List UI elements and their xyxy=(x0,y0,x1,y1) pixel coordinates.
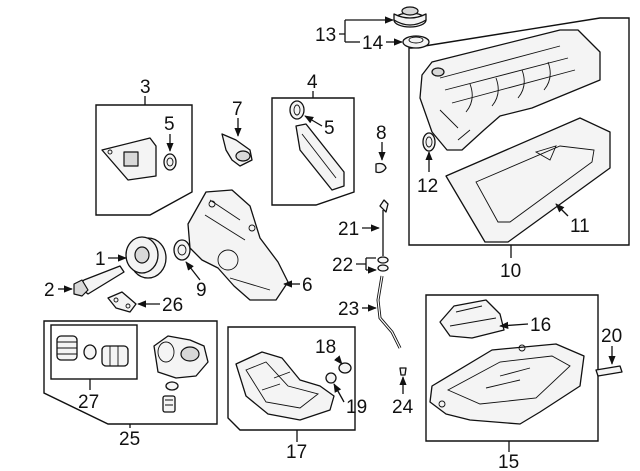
front-cover-gasket xyxy=(295,123,345,191)
box-group-25 xyxy=(43,320,218,425)
bracket-20 xyxy=(595,365,623,377)
cap-seal xyxy=(402,35,430,49)
callout-5-right: 5 xyxy=(324,118,335,139)
callout-20: 20 xyxy=(601,326,622,347)
dipstick xyxy=(379,199,389,256)
callout-8: 8 xyxy=(376,123,387,144)
callout-3: 3 xyxy=(140,77,151,98)
callout-1: 1 xyxy=(95,249,106,270)
callout-11: 11 xyxy=(570,216,590,237)
callout-22: 22 xyxy=(332,255,353,276)
upper-oil-pan xyxy=(429,343,585,425)
callout-6: 6 xyxy=(302,275,313,296)
filter-plug-25 xyxy=(162,395,176,413)
dipstick-tube xyxy=(376,275,402,349)
valve-cover-gasket xyxy=(445,117,611,243)
oring-25 xyxy=(165,381,179,391)
callout-15: 15 xyxy=(498,452,519,471)
callout-5-left: 5 xyxy=(164,114,175,135)
valve-cover-seal xyxy=(422,132,436,152)
drain-washer-19 xyxy=(325,372,337,384)
seal-5-left xyxy=(163,153,177,171)
callout-4: 4 xyxy=(307,72,318,93)
callout-9: 9 xyxy=(196,280,207,301)
oil-filter-element xyxy=(56,335,129,367)
leader-lines xyxy=(58,20,616,452)
drain-plug-18 xyxy=(338,362,352,374)
box-group-27 xyxy=(50,324,138,380)
box-group-4 xyxy=(271,97,355,206)
callout-2: 2 xyxy=(44,280,55,301)
callout-14: 14 xyxy=(362,33,384,54)
crankshaft-seal xyxy=(173,239,191,261)
dipstick-seals xyxy=(377,256,389,272)
callout-7: 7 xyxy=(232,99,243,120)
callout-10: 10 xyxy=(500,261,521,282)
clip-8 xyxy=(375,162,387,174)
box-group-3 xyxy=(95,104,193,216)
oil-baffle xyxy=(439,299,505,339)
seal-5-right xyxy=(289,100,305,120)
callout-21: 21 xyxy=(338,219,359,240)
bracket xyxy=(221,133,253,167)
plate-26 xyxy=(107,291,137,313)
callout-numbers: 13 14 3 5 7 4 5 8 12 11 10 21 22 23 24 1… xyxy=(44,25,622,471)
callout-12: 12 xyxy=(417,176,438,197)
callout-19: 19 xyxy=(346,397,367,418)
box-group-15 xyxy=(425,294,599,442)
callout-26: 26 xyxy=(162,295,183,316)
timing-cover xyxy=(187,189,289,301)
oil-filler-cap xyxy=(393,6,427,28)
callout-13: 13 xyxy=(315,25,336,46)
front-cover-gasket-plate xyxy=(101,137,157,181)
callout-17: 17 xyxy=(286,442,307,463)
callout-23: 23 xyxy=(338,299,359,320)
lower-oil-pan xyxy=(235,351,335,421)
oil-filter-housing xyxy=(153,335,209,379)
valve-cover xyxy=(419,29,601,151)
callout-18: 18 xyxy=(315,337,336,358)
pulley-bolt xyxy=(73,265,125,297)
crankshaft-pulley xyxy=(125,236,167,279)
drain-plug-24 xyxy=(399,367,407,376)
callout-24: 24 xyxy=(392,397,414,418)
callout-25: 25 xyxy=(119,429,140,450)
callout-27: 27 xyxy=(78,392,99,413)
callout-16: 16 xyxy=(530,315,551,336)
